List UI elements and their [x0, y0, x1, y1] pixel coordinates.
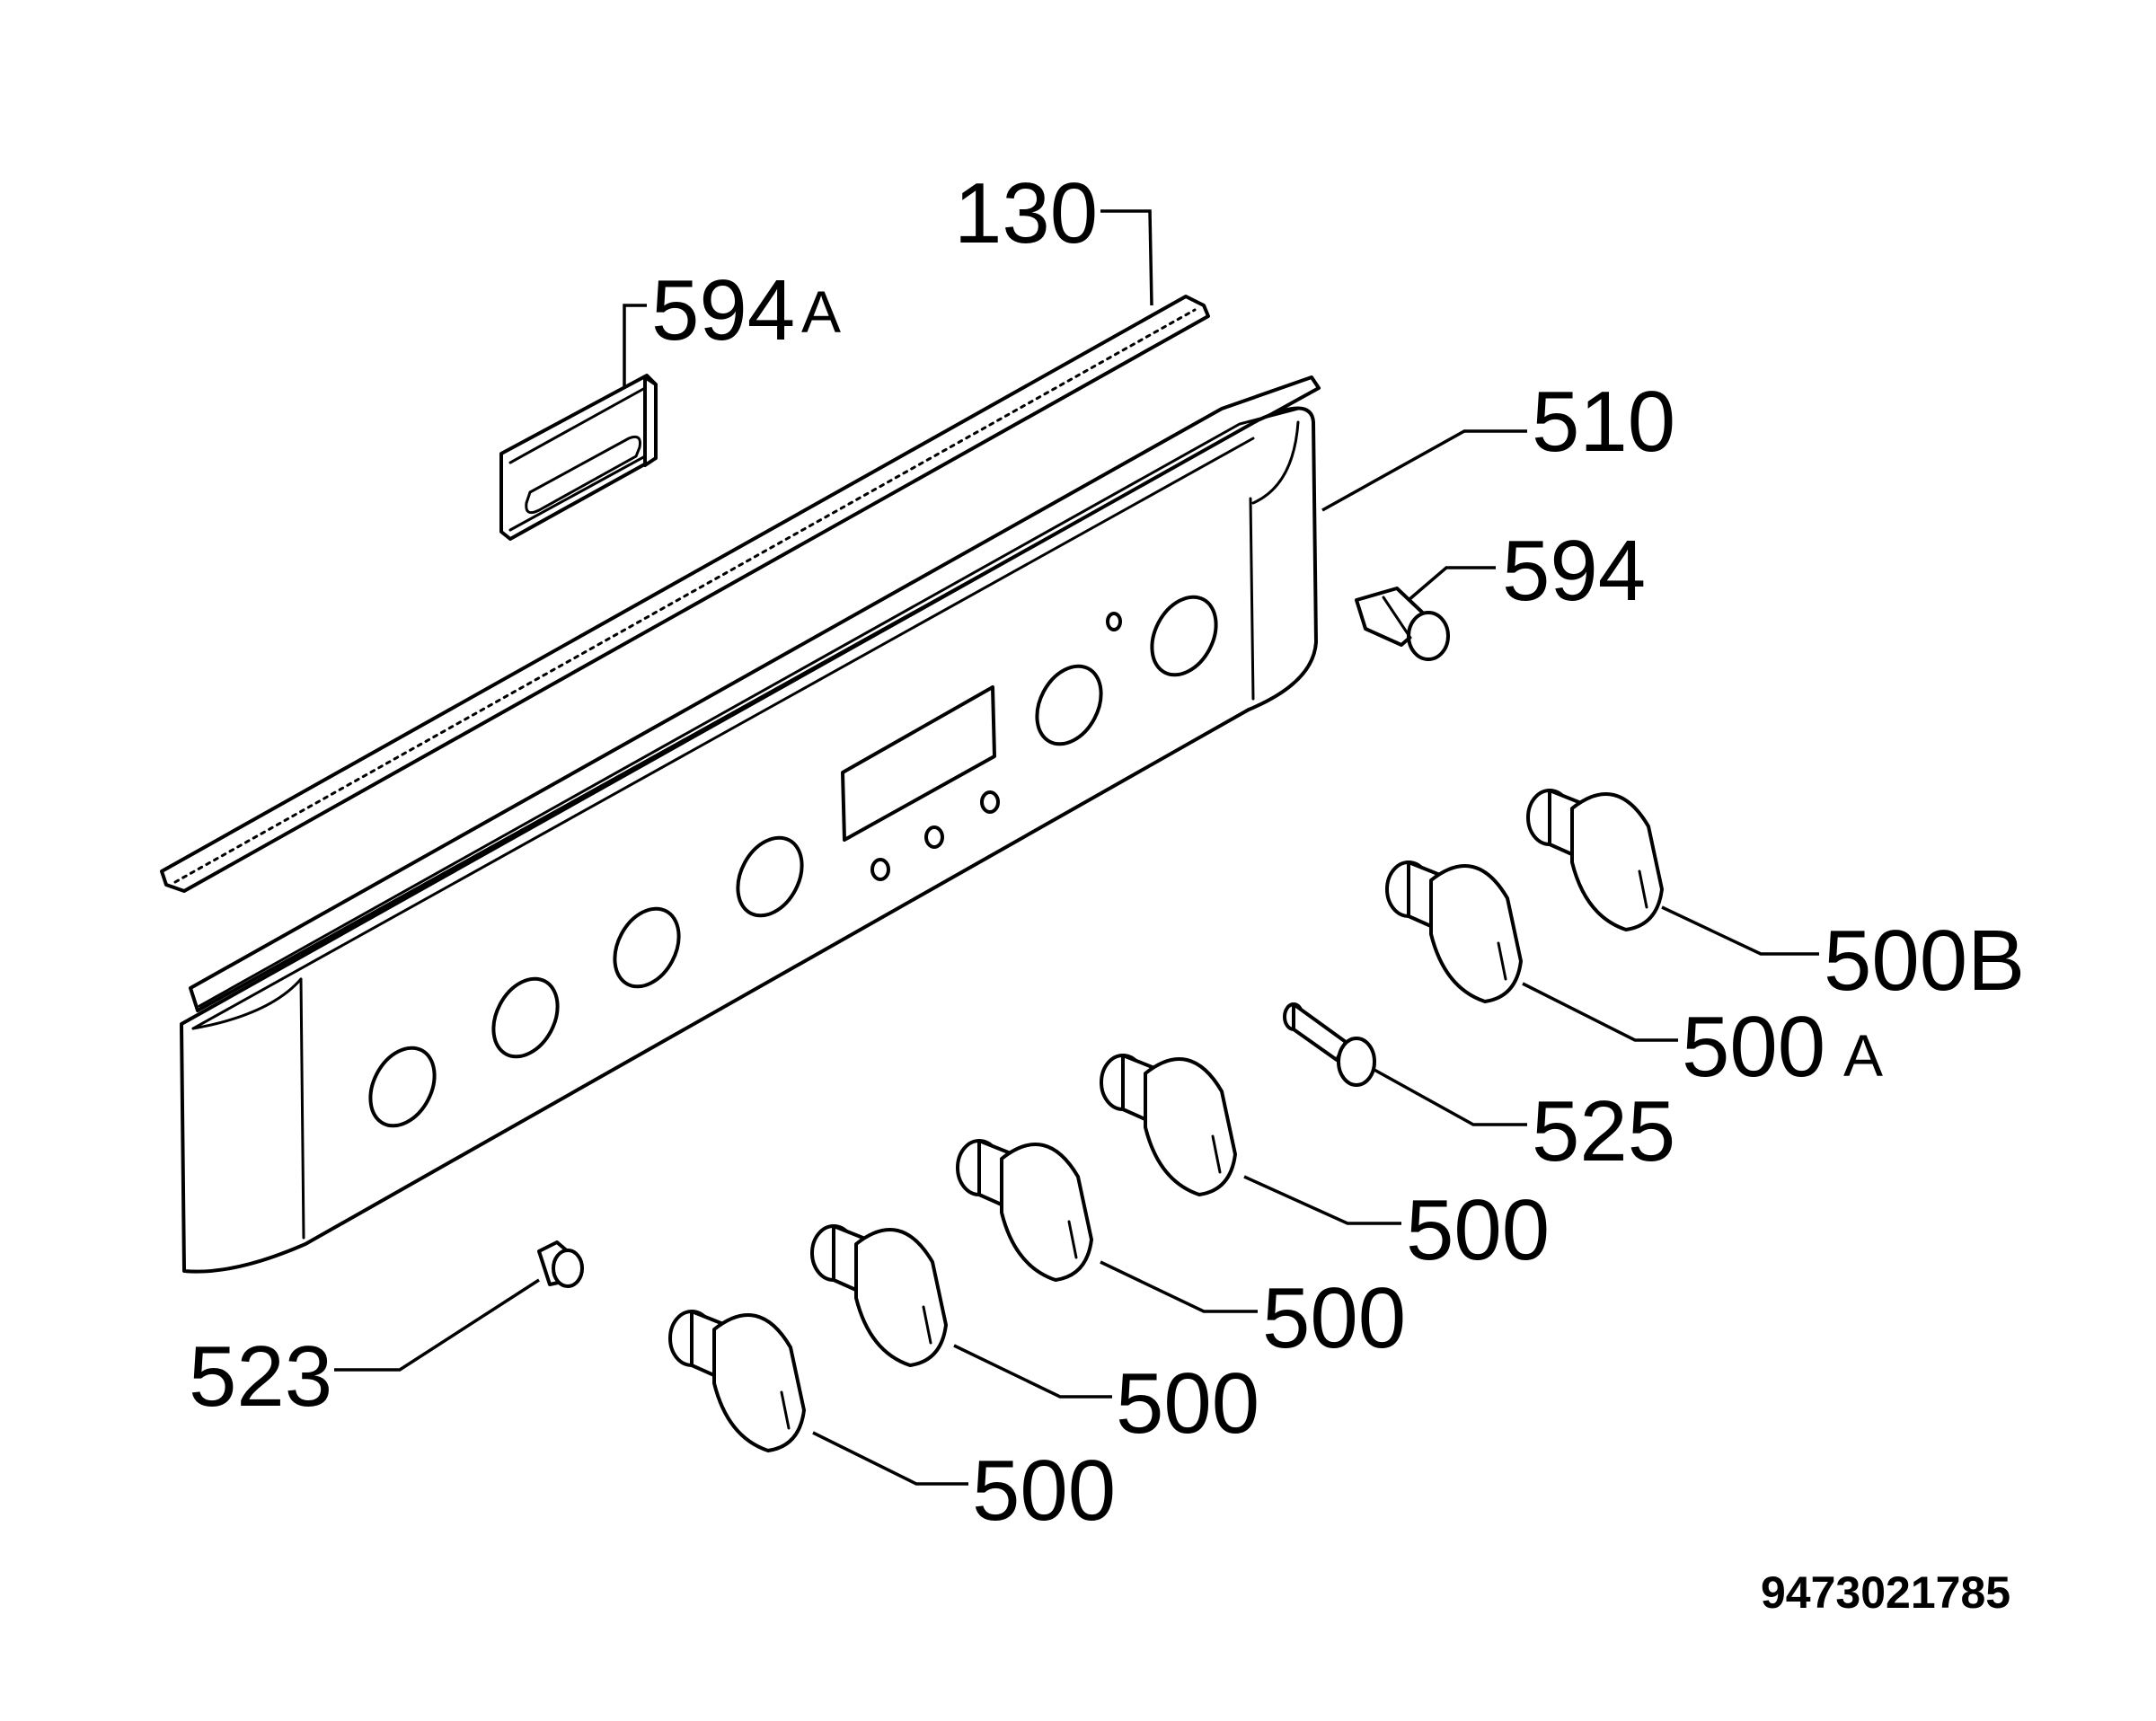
leader-500b — [1661, 905, 1819, 956]
knob-500-1 — [668, 1310, 806, 1452]
knob-hole-6 — [1150, 595, 1218, 677]
screw-523 — [537, 1240, 584, 1288]
panel-indicator-hole — [1106, 612, 1122, 631]
label-510: 510 — [1532, 374, 1675, 470]
leader-523 — [334, 1278, 540, 1372]
leader-500-4 — [1243, 1175, 1401, 1225]
label-594a-suffix: A — [801, 278, 841, 345]
leader-594a — [623, 304, 647, 386]
leader-500-1 — [812, 1431, 968, 1486]
panel-button-hole-2 — [924, 825, 944, 849]
label-500a-suffix: A — [1843, 1022, 1883, 1089]
gasket-strip-130 — [160, 295, 1210, 893]
label-500-3: 500 — [1262, 1270, 1406, 1366]
leader-500a — [1522, 982, 1678, 1042]
knob-hole-4 — [736, 835, 804, 918]
fastener-594 — [1355, 587, 1450, 661]
document-number: 9473021785 — [1761, 1567, 2010, 1618]
label-500-1: 500 — [972, 1443, 1116, 1539]
leader-500-2 — [953, 1344, 1112, 1399]
label-594a: 594 — [651, 262, 795, 358]
label-130: 130 — [954, 165, 1098, 261]
knob-hole-2 — [491, 976, 560, 1059]
knob-hole-1 — [368, 1046, 437, 1128]
control-panel-510 — [180, 375, 1321, 1274]
knob-500b — [1526, 789, 1664, 931]
panel-button-hole-1 — [870, 858, 890, 881]
leader-130 — [1100, 209, 1153, 306]
label-500-2: 500 — [1116, 1355, 1259, 1452]
knob-500-3 — [956, 1139, 1093, 1282]
spindle-525 — [1283, 1002, 1376, 1087]
knob-500a — [1385, 860, 1523, 1003]
leader-525 — [1372, 1067, 1527, 1126]
label-500a: 500 — [1682, 999, 1825, 1095]
knob-hole-5 — [1035, 664, 1103, 746]
panel-button-hole-3 — [980, 790, 1000, 814]
leader-594 — [1407, 566, 1496, 602]
label-500-4: 500 — [1406, 1182, 1550, 1278]
label-500b: 500B — [1824, 913, 2025, 1009]
label-594: 594 — [1502, 523, 1646, 619]
knob-500-4 — [1100, 1054, 1237, 1196]
leader-510 — [1321, 429, 1527, 512]
label-525: 525 — [1532, 1083, 1675, 1179]
leader-500-3 — [1100, 1260, 1258, 1313]
knob-hole-3 — [613, 906, 681, 989]
knob-500-2 — [810, 1224, 948, 1367]
clip-bracket-594a — [499, 374, 658, 541]
label-523: 523 — [189, 1328, 332, 1425]
